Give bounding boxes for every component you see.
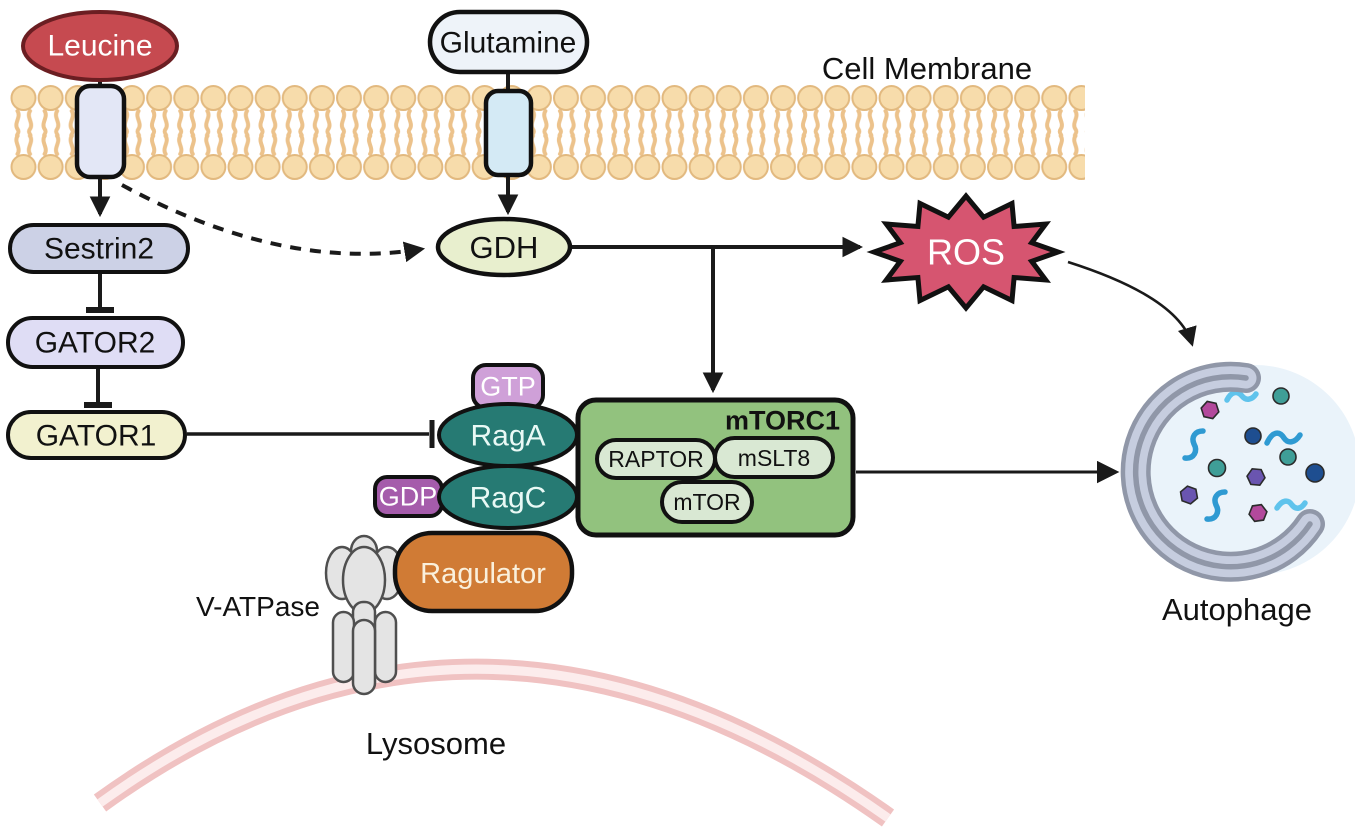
- autophage-label: Autophage: [1162, 592, 1312, 627]
- mslt8-label: mSLT8: [738, 445, 810, 471]
- leucine-node: Leucine: [21, 10, 179, 82]
- gator1-label: GATOR1: [36, 420, 157, 453]
- ros-shape: [866, 192, 1066, 312]
- gdh-node: GDH: [435, 216, 573, 278]
- gdp-node: GDP: [373, 475, 444, 518]
- edge-transporter-to-gdh-dashed: [121, 183, 426, 263]
- mtor-shape: [660, 480, 754, 524]
- v-atpase-graphic: [324, 534, 405, 696]
- ragulator-shape: [392, 530, 575, 614]
- mtor-label: mTOR: [673, 489, 740, 515]
- autophagosome-membrane: [1120, 361, 1325, 582]
- ragc-shape: [437, 464, 579, 530]
- glutamine-node: Glutamine: [427, 9, 590, 75]
- ragulator-label: Ragulator: [420, 558, 546, 590]
- raptor-label: RAPTOR: [608, 446, 703, 472]
- sestrin2-label: Sestrin2: [44, 233, 154, 266]
- leucine-shape: [21, 10, 179, 82]
- lysosome-label: Lysosome: [366, 726, 506, 761]
- gator1-node: GATOR1: [6, 410, 187, 460]
- cell-membrane-label: Cell Membrane: [822, 51, 1032, 86]
- ragc-node: RagC: [437, 464, 579, 530]
- autophagosome-graphic: [1120, 361, 1355, 582]
- mtorc1-complex: mTORC1 RAPTOR mSLT8 mTOR: [575, 397, 856, 538]
- gator2-label: GATOR2: [35, 327, 156, 360]
- cell-membrane-bilayer: [10, 85, 1085, 180]
- sestrin2-node: Sestrin2: [8, 223, 190, 274]
- leucine-transporter: [74, 83, 127, 180]
- gtp-node: GTP: [471, 363, 545, 410]
- autophagosome-cargo: [1179, 387, 1325, 523]
- gdh-label: GDH: [470, 230, 539, 265]
- sestrin2-shape: [8, 223, 190, 274]
- lysosome-membrane: [93, 658, 895, 827]
- mtorc1-label: mTORC1: [725, 405, 840, 435]
- edge-ros-to-autophage: [1067, 260, 1197, 347]
- gdp-label: GDP: [379, 481, 438, 511]
- mslt8-shape: [713, 436, 835, 479]
- raga-label: RagA: [470, 420, 545, 453]
- ragulator-node: Ragulator: [392, 530, 575, 614]
- v-atpase-label: V-ATPase: [196, 591, 320, 622]
- glutamine-label: Glutamine: [440, 27, 577, 60]
- gdh-shape: [435, 216, 573, 278]
- glutamine-shape: [427, 9, 590, 75]
- gtp-label: GTP: [480, 371, 536, 401]
- glutamine-transporter: [483, 88, 534, 178]
- edges: [84, 58, 1197, 484]
- ros-label: ROS: [927, 232, 1005, 273]
- ragc-label: RagC: [470, 482, 547, 515]
- leucine-label: Leucine: [47, 30, 152, 63]
- gator2-node: GATOR2: [6, 316, 185, 369]
- gator2-shape: [6, 316, 185, 369]
- raga-node: RagA: [437, 402, 579, 468]
- autophagosome-squiggles: [1182, 389, 1308, 522]
- ros-node: ROS: [866, 192, 1066, 312]
- gator1-shape: [6, 410, 187, 460]
